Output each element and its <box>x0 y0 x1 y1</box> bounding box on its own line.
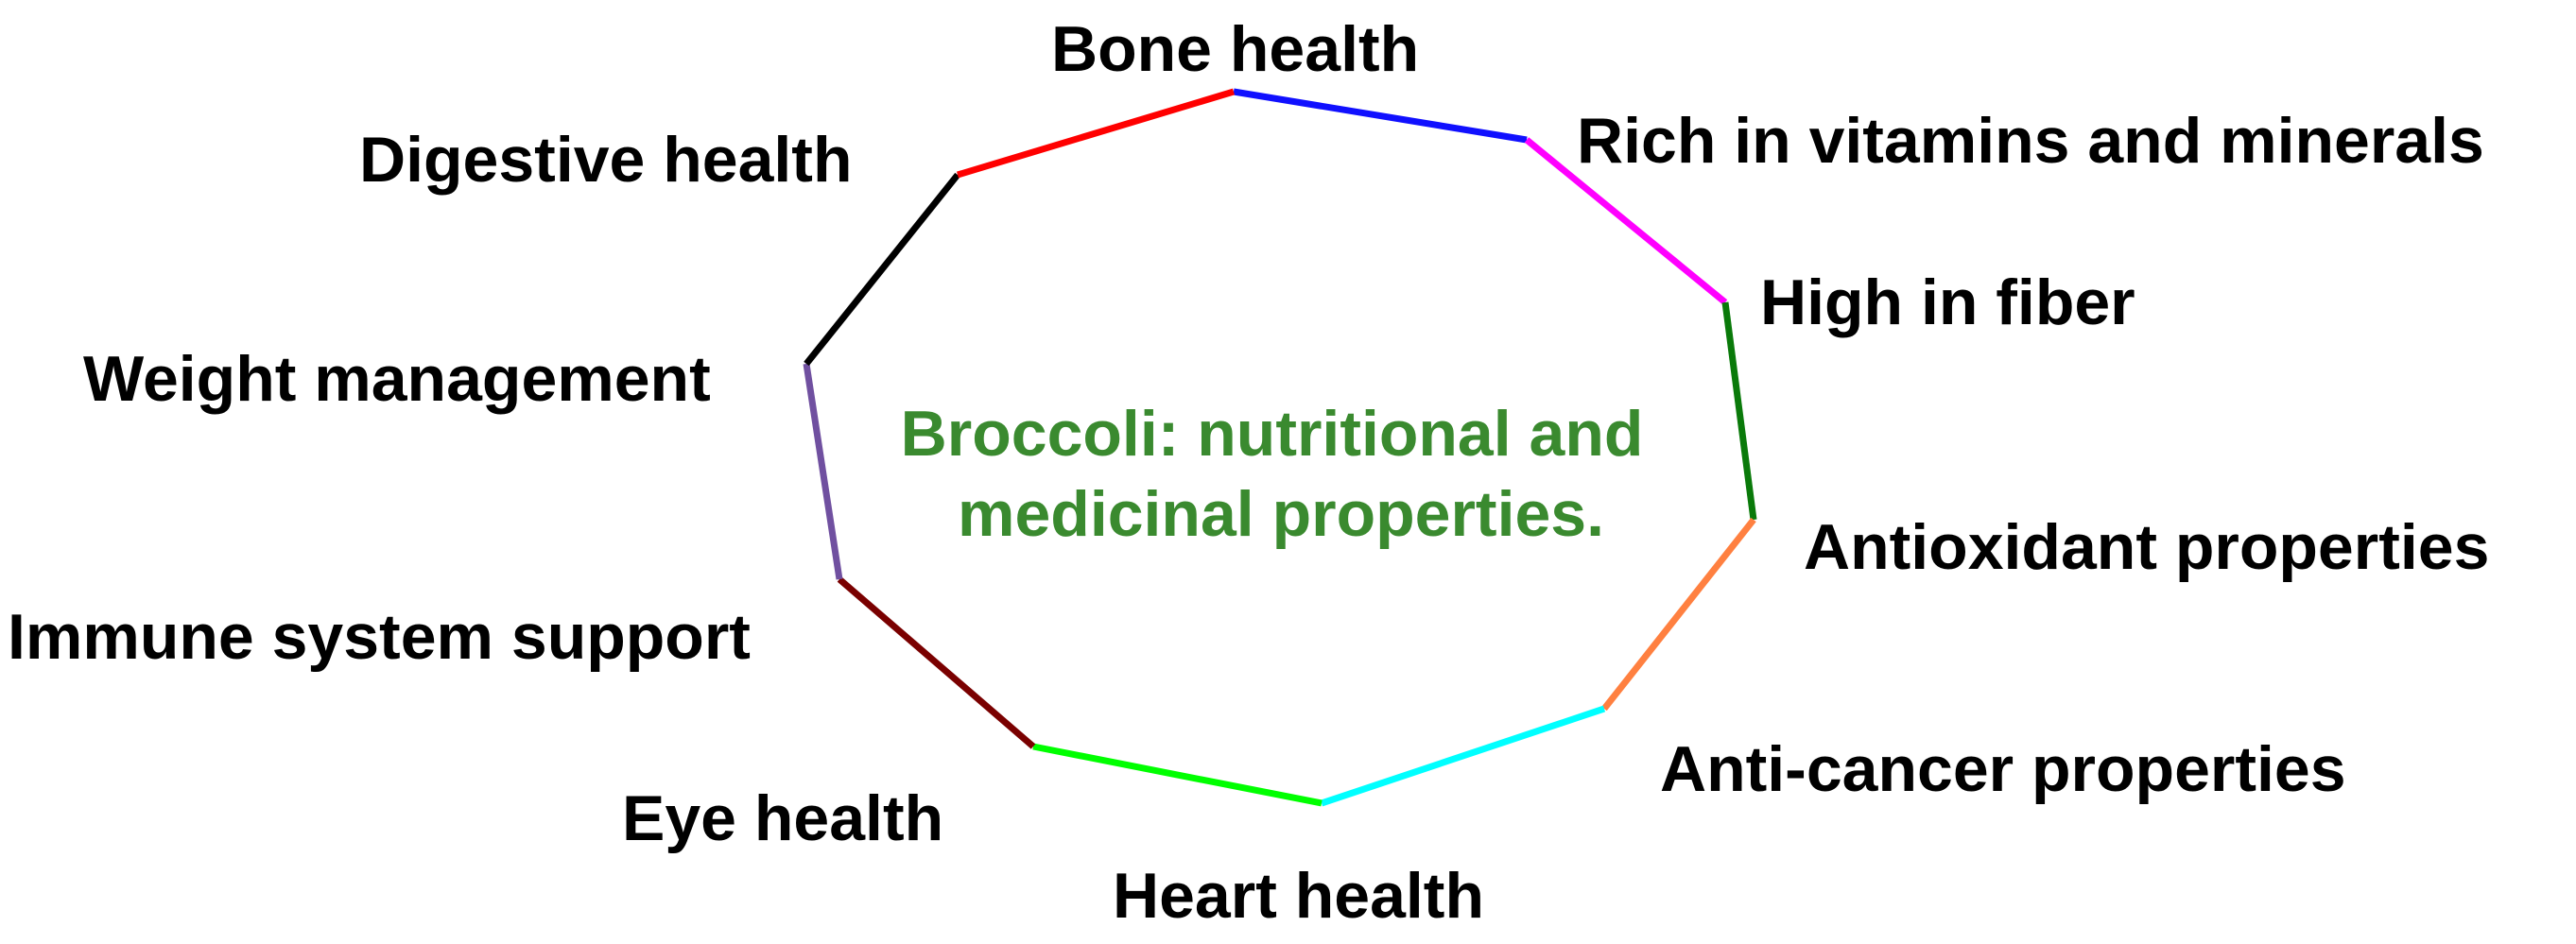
node-label-eye-health: Eye health <box>622 782 943 854</box>
polygon-edge <box>804 172 960 367</box>
polygon-edge <box>1601 517 1756 712</box>
diagram-title-line-2: medicinal properties. <box>958 478 1604 550</box>
polygon-edge <box>1524 137 1728 305</box>
node-label-digestive-health: Digestive health <box>359 124 853 196</box>
polygon-edge <box>837 576 1036 749</box>
diagram-title: Broccoli: nutritional and medicinal prop… <box>901 398 1662 550</box>
polygon-edge <box>1320 705 1606 807</box>
node-label-high-in-fiber: High in fiber <box>1760 266 2135 338</box>
node-label-antioxidant: Antioxidant properties <box>1804 511 2489 583</box>
node-label-weight-management: Weight management <box>83 343 711 415</box>
node-label-immune-support: Immune system support <box>8 601 751 673</box>
diagram-title-line-1: Broccoli: nutritional and <box>901 398 1644 470</box>
node-label-anti-cancer: Anti-cancer properties <box>1660 733 2346 805</box>
node-label-rich-in-vitamins: Rich in vitamins and minerals <box>1577 105 2484 177</box>
polygon-edge <box>1032 743 1323 807</box>
polygon-edge <box>956 88 1236 179</box>
polygon-edge <box>803 363 843 580</box>
polygon-edges <box>803 88 1757 807</box>
polygon-edge <box>1233 88 1528 144</box>
node-label-heart-health: Heart health <box>1113 860 1484 932</box>
node-label-bone-health: Bone health <box>1051 13 1419 85</box>
node-labels: Bone health Rich in vitamins and mineral… <box>8 13 2489 932</box>
polygon-edge <box>1721 301 1757 521</box>
